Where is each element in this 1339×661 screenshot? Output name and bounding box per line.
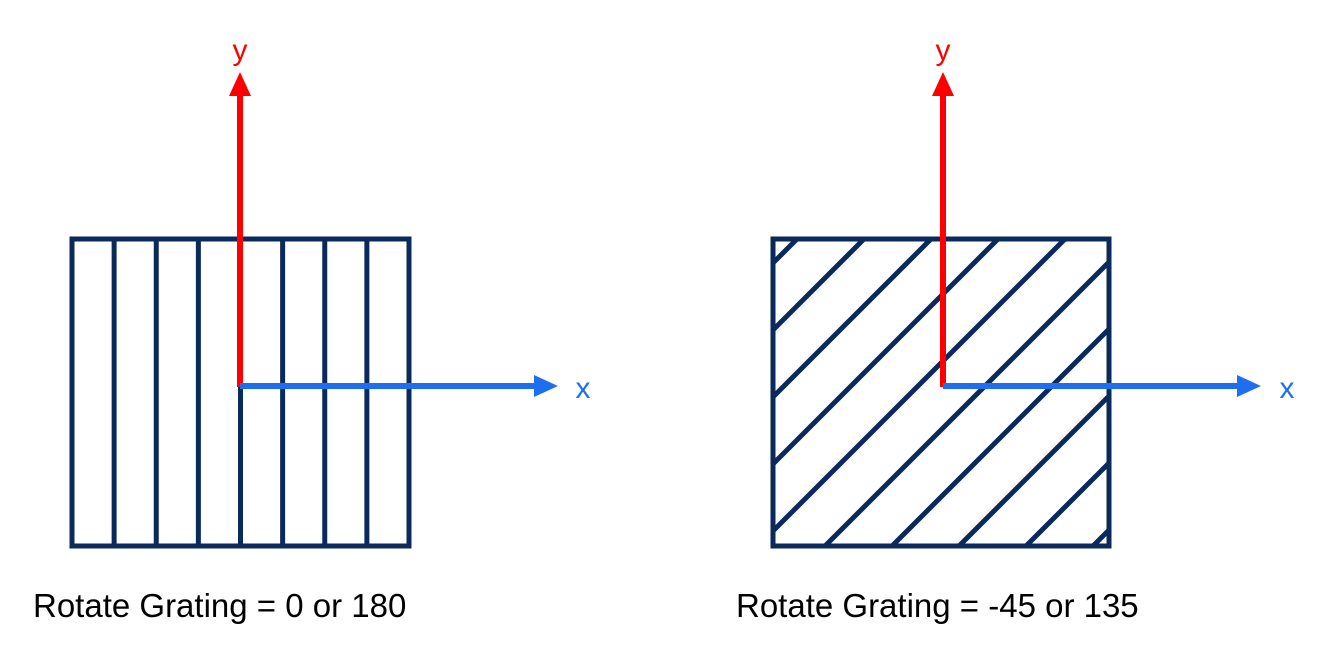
y-axis-arrowhead [932, 72, 954, 96]
x-axis-label: x [576, 372, 591, 405]
grating-line [888, 325, 1109, 546]
x-axis-arrowhead [534, 375, 558, 397]
panel-vertical-grating: y x Rotate Grating = 0 or 180 [33, 34, 591, 624]
grating-line [773, 239, 868, 334]
grating-line [773, 239, 1069, 535]
y-axis-label: y [936, 34, 951, 67]
x-axis-arrowhead [1237, 375, 1261, 397]
grating-line [773, 239, 1002, 468]
x-axis-label: x [1280, 372, 1295, 405]
y-axis-arrowhead [229, 72, 251, 96]
diagonal-grating-lines [773, 239, 1109, 546]
grating-line [1022, 459, 1109, 546]
grating-line [773, 239, 935, 401]
grating-line [821, 258, 1109, 546]
y-axis-label: y [233, 34, 248, 67]
caption: Rotate Grating = -45 or 135 [736, 587, 1139, 624]
grating-line [955, 392, 1109, 546]
panel-diagonal-grating: y x Rotate Grating = -45 or 135 [736, 34, 1295, 624]
caption: Rotate Grating = 0 or 180 [33, 587, 406, 624]
grating-line [773, 239, 801, 267]
